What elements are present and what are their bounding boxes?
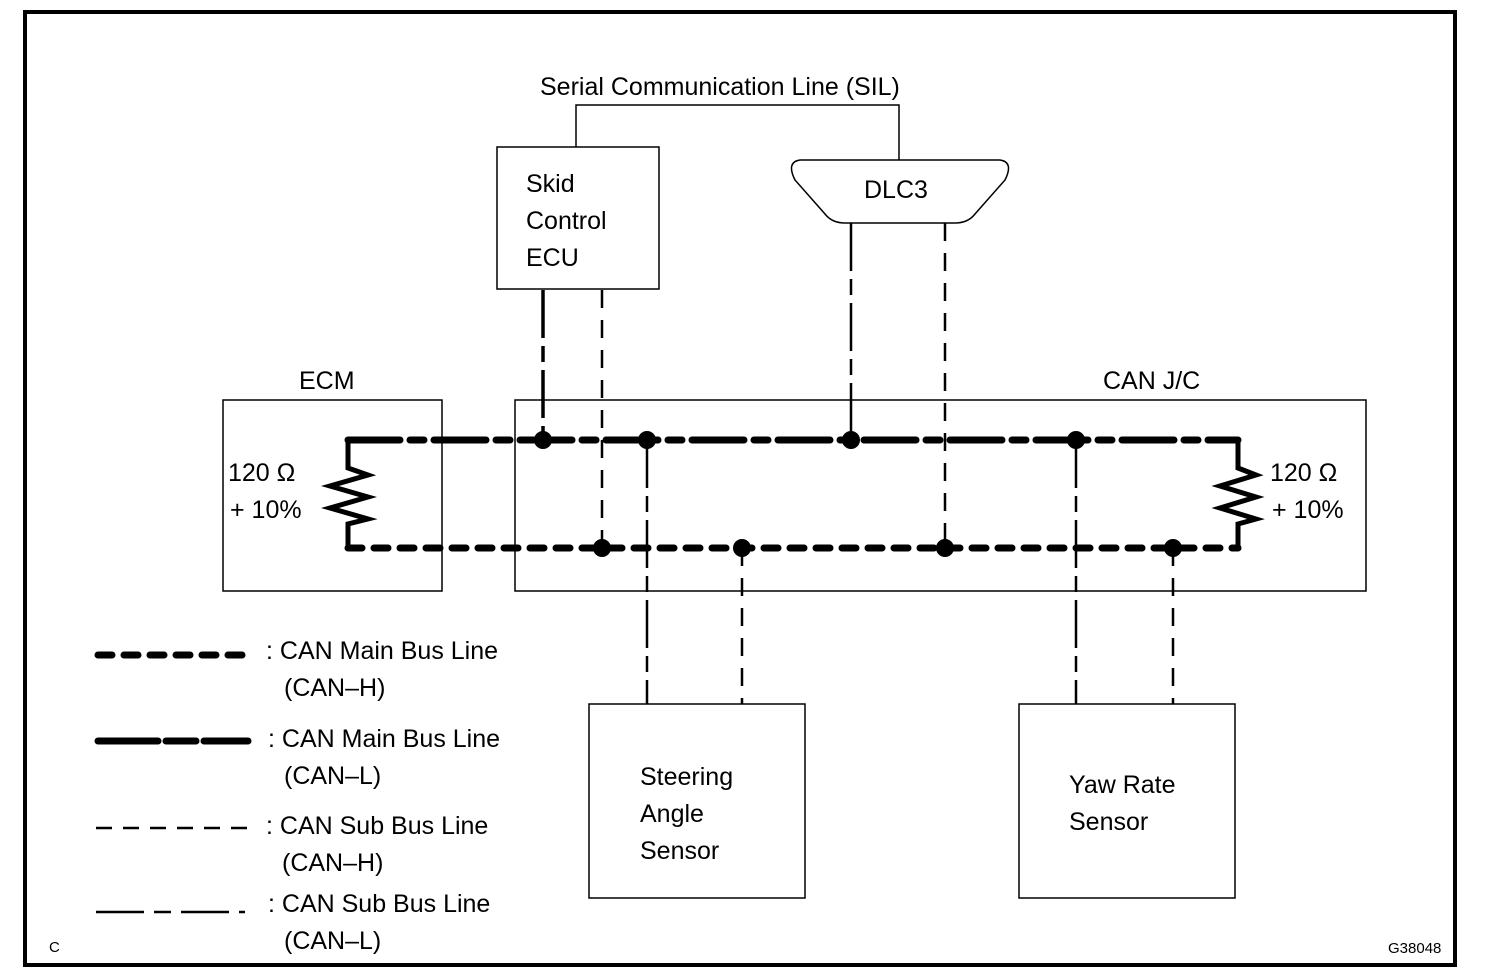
serial-line-wire — [575, 104, 900, 160]
can-jc-label: CAN J/C — [1103, 367, 1200, 395]
legend-label-4a: : CAN Sub Bus Line — [268, 890, 490, 918]
legend-label-2b: (CAN–L) — [284, 762, 381, 790]
yaw-label-2: Sensor — [1069, 808, 1148, 836]
legend-label-1a: : CAN Main Bus Line — [266, 637, 498, 665]
skid-ecu-label-3: ECU — [526, 244, 579, 272]
legend-label-3a: : CAN Sub Bus Line — [266, 812, 488, 840]
yaw-label-1: Yaw Rate — [1069, 771, 1176, 799]
skid-control-ecu: Skid Control ECU — [496, 146, 660, 290]
junction-dot — [534, 431, 552, 449]
junction-dot — [842, 431, 860, 449]
steering-angle-sensor: Steering Angle Sensor — [588, 703, 806, 899]
legend: : CAN Main Bus Line (CAN–H) : CAN Main B… — [94, 637, 500, 955]
figure-id: G38048 — [1388, 940, 1441, 957]
dlc3-shape — [790, 159, 1010, 224]
jc-resistor-value: 120 Ω — [1270, 459, 1337, 487]
junction-dot — [638, 431, 656, 449]
junction-dot — [936, 539, 954, 557]
corner-code: C — [49, 939, 60, 956]
steering-label-3: Sensor — [640, 837, 719, 865]
dlc3-label: DLC3 — [864, 176, 928, 204]
legend-label-4b: (CAN–L) — [284, 927, 381, 955]
yaw-rate-sensor: Yaw Rate Sensor — [1018, 703, 1236, 899]
ecm: ECM 120 Ω + 10% — [222, 367, 443, 592]
ecm-resistor-tolerance: + 10% — [230, 496, 302, 524]
ecm-resistor-icon — [321, 438, 378, 548]
ecm-box — [222, 399, 443, 592]
jc-resistor-icon — [1211, 438, 1265, 548]
legend-label-2a: : CAN Main Bus Line — [268, 725, 500, 753]
serial-line-label: Serial Communication Line (SIL) — [540, 73, 900, 101]
skid-ecu-label-2: Control — [526, 207, 607, 235]
ecm-label: ECM — [299, 367, 355, 395]
legend-label-3b: (CAN–H) — [282, 849, 383, 877]
can-jc-box — [514, 399, 1367, 592]
skid-ecu-label-1: Skid — [526, 170, 575, 198]
junction-dot — [593, 539, 611, 557]
junction-dot — [733, 539, 751, 557]
junction-dot — [1067, 431, 1085, 449]
legend-label-1b: (CAN–H) — [284, 674, 385, 702]
steering-label-2: Angle — [640, 800, 704, 828]
steering-label-1: Steering — [640, 763, 733, 791]
dlc3-connector: DLC3 — [790, 159, 1010, 224]
jc-resistor-tolerance: + 10% — [1272, 496, 1344, 524]
outer-frame — [23, 10, 1457, 967]
ecm-resistor-value: 120 Ω — [228, 459, 295, 487]
steering-angle-sensor-box — [588, 703, 806, 899]
can-junction-connector: CAN J/C 120 Ω + 10% — [514, 367, 1367, 592]
skid-control-ecu-box — [496, 146, 660, 290]
junction-dot — [1164, 539, 1182, 557]
yaw-rate-sensor-box — [1018, 703, 1236, 899]
